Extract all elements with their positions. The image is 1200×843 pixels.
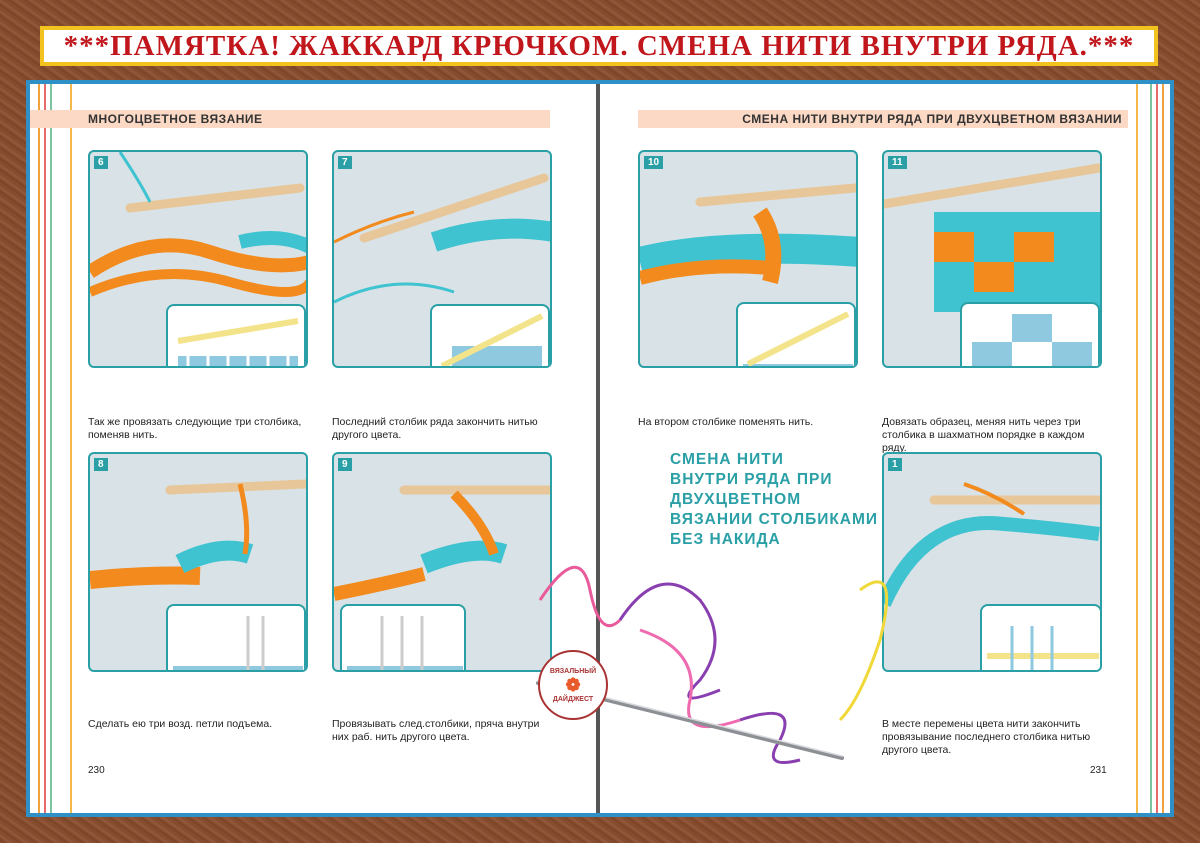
stitch-diagram <box>347 616 463 670</box>
left-page: МНОГОЦВЕТНОЕ ВЯЗАНИЕ 6 Так же провязать … <box>30 84 596 813</box>
diagram-inset <box>166 304 306 366</box>
step-photo: 7 <box>332 150 552 368</box>
yarn-illustration <box>90 152 306 297</box>
diagram-inset <box>960 302 1100 366</box>
step-number: 7 <box>338 156 352 169</box>
diagram-inset <box>340 604 466 670</box>
step-photo: 11 <box>882 150 1102 368</box>
section-title: МНОГОЦВЕТНОЕ ВЯЗАНИЕ <box>30 110 550 128</box>
stitch-diagram <box>743 311 853 366</box>
section-title: СМЕНА НИТИ ВНУТРИ РЯДА ПРИ ДВУХЦВЕТНОМ В… <box>638 110 1128 128</box>
big-title-line: БЕЗ НАКИДА <box>670 531 781 548</box>
yarn-illustration <box>884 482 1100 607</box>
page-stripe <box>1136 84 1138 813</box>
yarn-illustration <box>640 183 856 285</box>
right-page: СМЕНА НИТИ ВНУТРИ РЯДА ПРИ ДВУХЦВЕТНОМ В… <box>600 84 1170 813</box>
step-photo: 9 <box>332 452 552 672</box>
step-caption: Последний столбик ряда закончить нитью д… <box>332 416 538 441</box>
page-number: 230 <box>88 765 105 776</box>
page-stripe <box>44 84 46 813</box>
big-title-line: ВЯЗАНИИ СТОЛБИКАМИ <box>670 511 879 528</box>
step-number: 10 <box>644 156 664 169</box>
logo-text: ДАЙДЖЕСТ <box>552 695 594 703</box>
big-title-line: ДВУХЦВЕТНОМ <box>670 491 802 508</box>
stitch-diagram <box>987 626 1099 670</box>
diagram-inset <box>166 604 306 670</box>
digest-logo: ВЯЗАЛЬНЫЙ ❁ ДАЙДЖЕСТ <box>538 650 608 720</box>
page-stripe <box>1162 84 1164 813</box>
step-caption: Сделать ею три возд. петли подъема. <box>88 718 273 730</box>
step-number: 8 <box>94 458 108 471</box>
big-title-line: ВНУТРИ РЯДА ПРИ <box>670 471 833 488</box>
step-number: 11 <box>888 156 907 169</box>
stitch-diagram <box>177 318 299 366</box>
step-caption: В месте перемены цвета нити закончить пр… <box>882 718 1091 756</box>
step-caption: Довязать образец, меняя нить через три с… <box>882 416 1085 454</box>
page-number: 231 <box>1090 765 1107 776</box>
diagram-inset <box>430 304 550 366</box>
logo-text: ВЯЗАЛЬНЫЙ <box>549 667 597 675</box>
step-photo: 8 <box>88 452 308 672</box>
big-title: СМЕНА НИТИ ВНУТРИ РЯДА ПРИ ДВУХЦВЕТНОМ В… <box>670 450 890 550</box>
yarn-illustration <box>884 163 1100 312</box>
stitch-diagram <box>173 616 303 670</box>
yarn-illustration <box>90 479 306 589</box>
stitch-diagram <box>972 314 1092 366</box>
ball-of-yarn-icon: ❁ <box>565 674 581 695</box>
diagram-inset <box>980 604 1100 670</box>
yarn-illustration <box>334 485 550 601</box>
page-stripe <box>70 84 72 813</box>
diagram-inset <box>736 302 856 366</box>
book-spine <box>596 84 600 813</box>
step-photo: 1 <box>882 452 1102 672</box>
step-number: 1 <box>888 458 902 471</box>
step-caption: Так же провязать следующие три столбика,… <box>88 416 302 441</box>
page-stripe <box>1156 84 1158 813</box>
step-number: 6 <box>94 156 108 169</box>
step-caption: Провязывать след.столбики, пряча внутри … <box>332 718 540 743</box>
big-title-line: СМЕНА НИТИ <box>670 451 784 468</box>
step-photo: 6 <box>88 150 308 368</box>
page-stripe <box>50 84 52 813</box>
page-stripe <box>1150 84 1152 813</box>
step-number: 9 <box>338 458 352 471</box>
page-stripe <box>38 84 40 813</box>
stitch-diagram <box>440 313 544 366</box>
yarn-illustration <box>334 173 550 304</box>
step-caption: На втором столбике поменять нить. <box>638 416 814 428</box>
step-photo: 10 <box>638 150 858 368</box>
banner-title: ***ПАМЯТКА! ЖАККАРД КРЮЧКОМ. СМЕНА НИТИ … <box>40 26 1158 66</box>
